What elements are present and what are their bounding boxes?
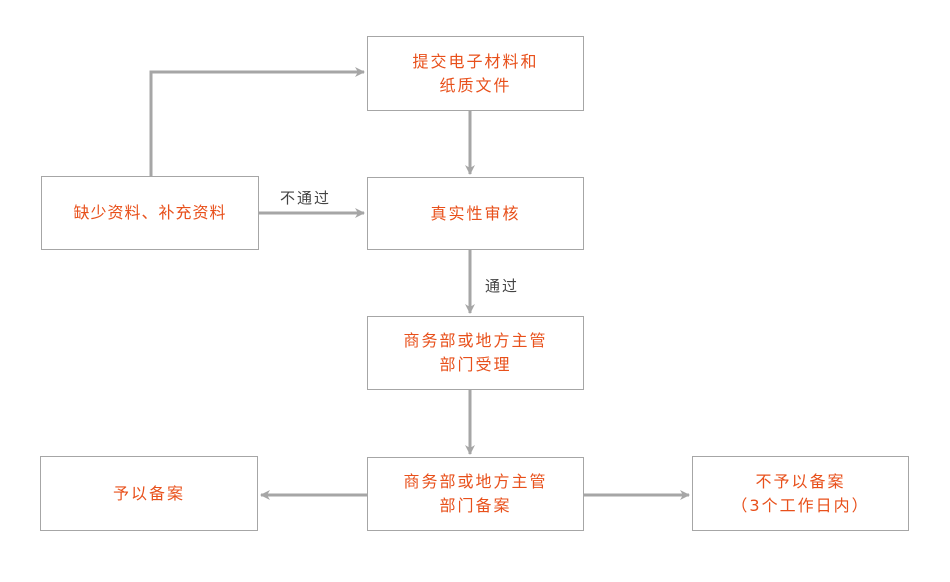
node-filed-line-1: 予以备案 <box>112 483 185 503</box>
node-supply-line-1: 缺少资料、补充资料 <box>73 203 227 222</box>
node-accept-line-1: 商务部或地方主管 <box>403 331 548 350</box>
edge-label-pass: 通过 <box>485 277 520 295</box>
node-filing-granted: 予以备案 <box>40 456 258 531</box>
edge-label-fail: 不通过 <box>280 189 332 207</box>
node-supplement-materials: 缺少资料、补充资料 <box>41 176 259 250</box>
node-department-filing: 商务部或地方主管 部门备案 <box>367 457 584 531</box>
node-submit-line-1: 提交电子材料和 <box>412 51 539 71</box>
node-submit-materials: 提交电子材料和 纸质文件 <box>367 36 584 111</box>
node-authenticity-review: 真实性审核 <box>367 177 584 250</box>
node-accept-line-2: 部门受理 <box>439 355 512 374</box>
arrow-supply-to-submit <box>149 67 365 176</box>
node-record-line-1: 商务部或地方主管 <box>403 472 548 491</box>
node-notfiled-line-1: 不予以备案 <box>755 471 846 491</box>
node-department-acceptance: 商务部或地方主管 部门受理 <box>367 316 584 390</box>
node-filing-rejected: 不予以备案 （3个工作日内） <box>692 456 909 531</box>
node-record-line-2: 部门备案 <box>439 496 512 515</box>
node-verify-line-1: 真实性审核 <box>430 203 521 223</box>
node-notfiled-line-2: （3个工作日内） <box>731 495 870 515</box>
node-submit-line-2: 纸质文件 <box>439 75 512 95</box>
